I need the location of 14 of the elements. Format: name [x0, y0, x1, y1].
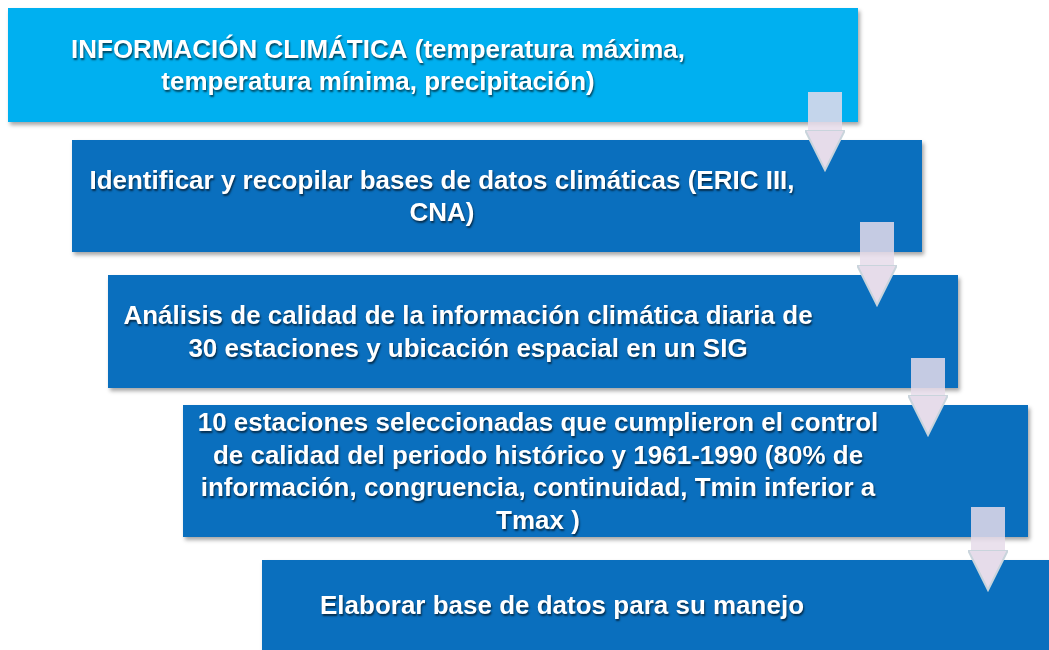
process-box [108, 275, 958, 388]
step-text: INFORMACIÓN CLIMÁTICA (temperatura máxima, temperatura mínima, precipitación) [70, 32, 686, 98]
process-box [262, 560, 1049, 650]
block-arrow [907, 358, 949, 436]
process-box [183, 405, 1028, 537]
block-arrow [804, 92, 846, 171]
step-text: Identificar y recopilar bases de datos climáticas (ERIC III, CNA) [88, 163, 796, 229]
step-text: 10 estaciones seleccionadas que cumplieron el control de calidad del periodo histórico y 1961-1990 (80% de información, congruencia, continuidad, Tmin inferior a Tmax ) [196, 406, 880, 536]
step-text: Análisis de calidad de la información climática diaria de 30 estaciones y ubicación espacial en un SIG [122, 299, 814, 364]
step-text: Elaborar base de datos para su manejo [318, 588, 806, 622]
process-box [72, 140, 922, 252]
block-arrow [967, 507, 1009, 591]
block-arrow [856, 222, 898, 306]
process-box [8, 8, 858, 122]
